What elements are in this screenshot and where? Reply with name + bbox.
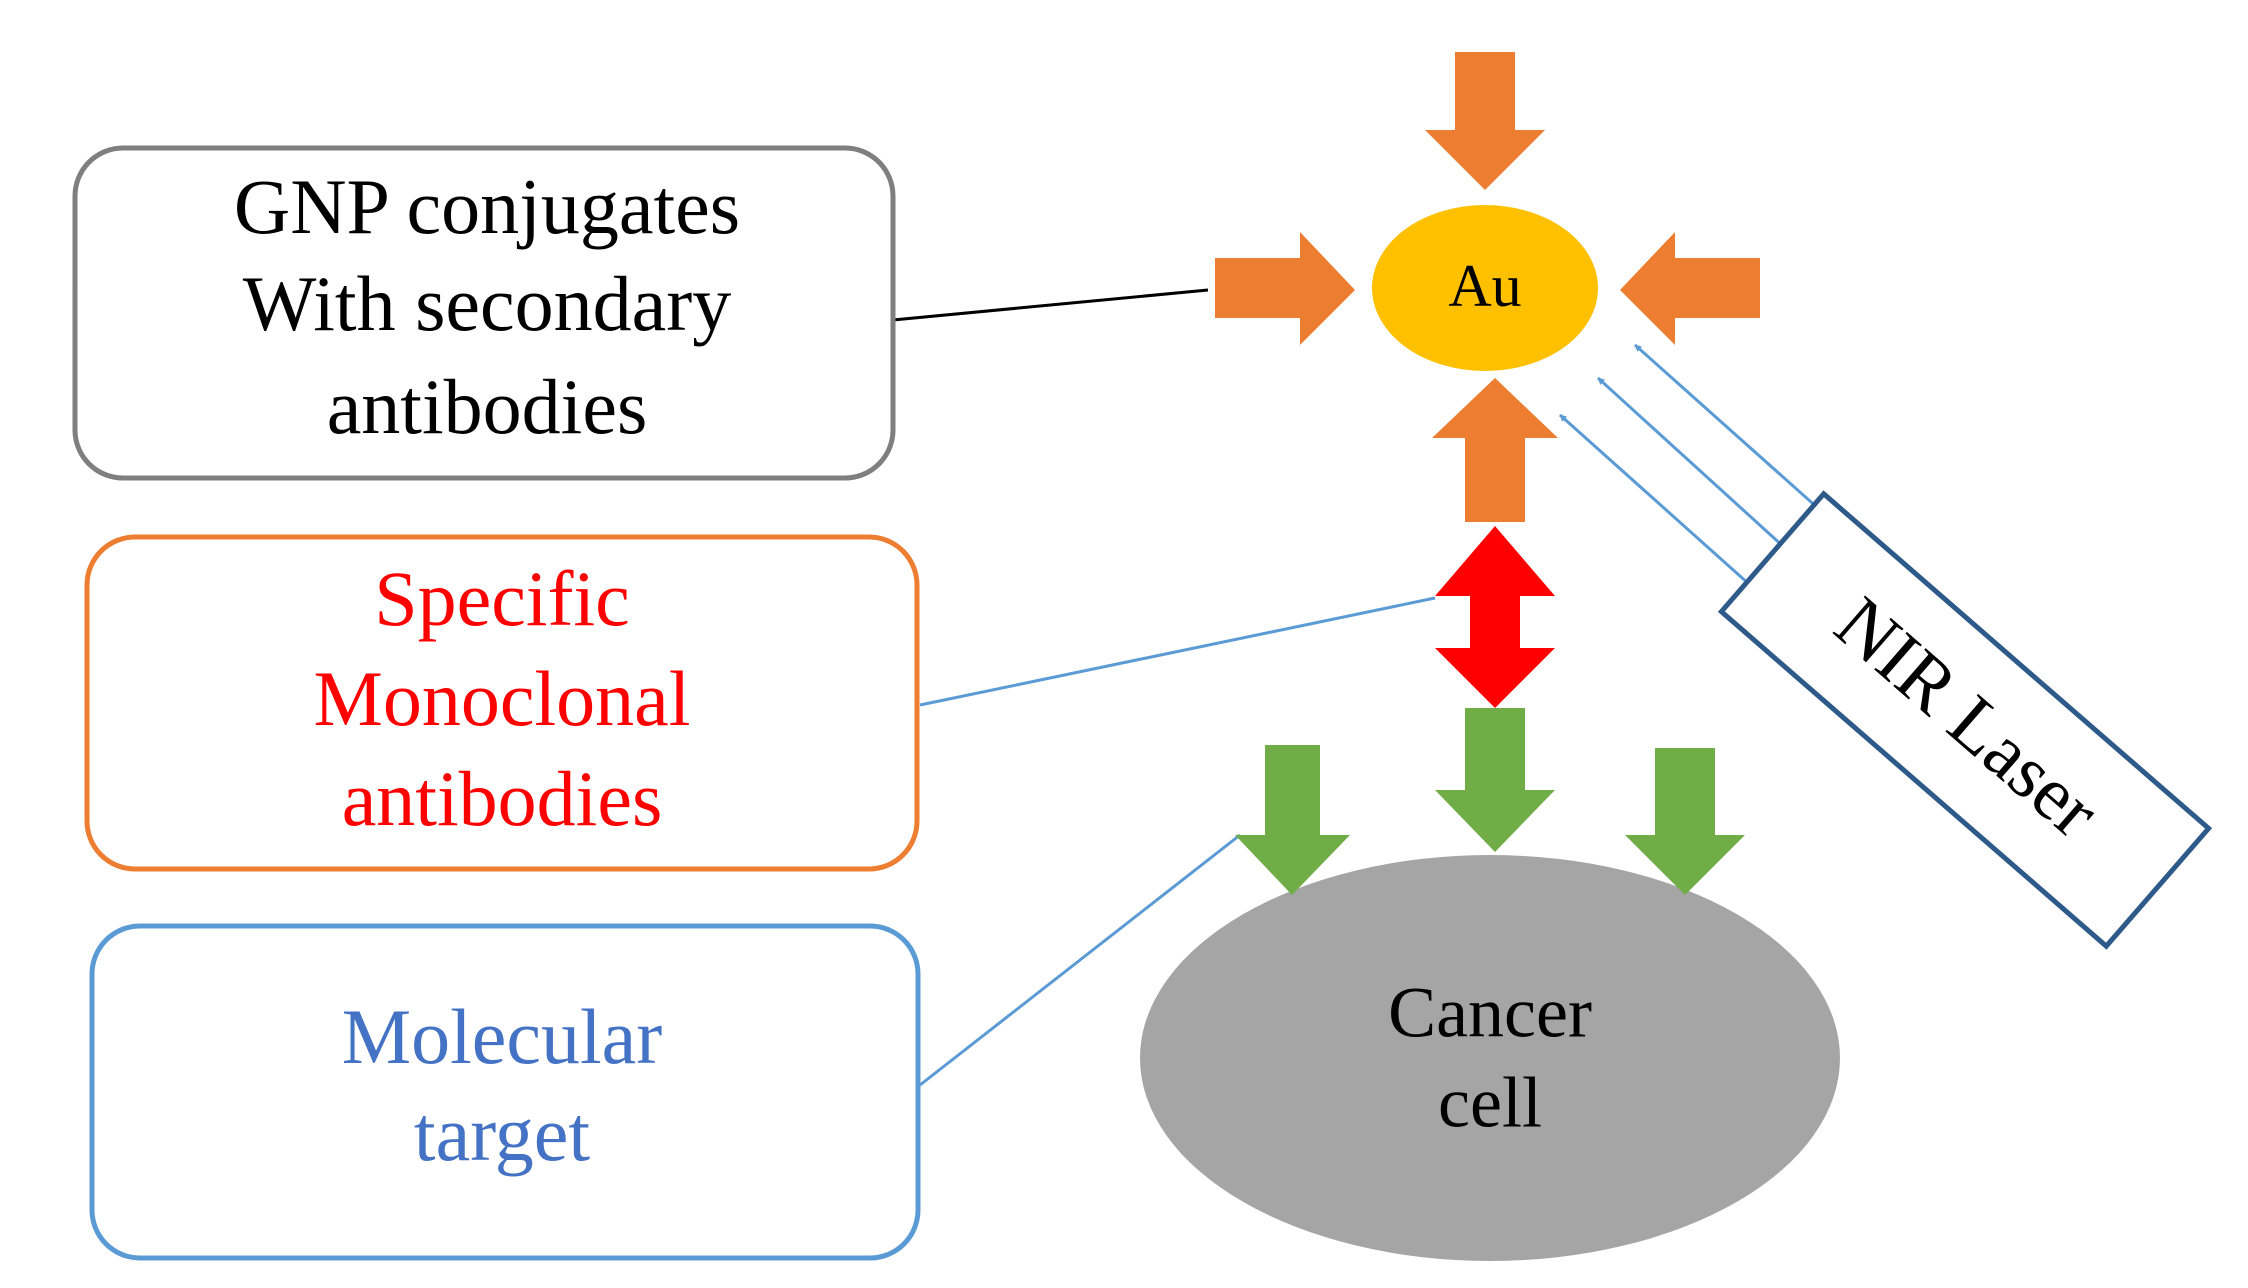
molecular-target-box: Molecular target — [89, 923, 921, 1261]
gold-nanoparticle: Au — [1372, 205, 1598, 371]
nir-laser-box: NIR Laser — [1717, 490, 2213, 950]
laser-beam-1 — [1634, 343, 1821, 512]
orange-arrow-top — [1425, 52, 1545, 190]
gnp-connector-line — [892, 288, 1209, 322]
cancer-cell: Cancer cell — [1140, 855, 1840, 1261]
mono-label-line-1: Specific — [374, 555, 630, 642]
green-arrow-center — [1435, 708, 1555, 852]
target-label-line-2: target — [414, 1090, 590, 1177]
target-label-line-1: Molecular — [342, 993, 663, 1080]
green-arrow-left — [1235, 745, 1350, 895]
cancer-cell-label-line-1: Cancer — [1388, 973, 1592, 1053]
monoclonal-antibodies-box: Specific Monoclonal antibodies — [84, 534, 920, 872]
laser-beam-3 — [1558, 413, 1752, 587]
gold-label: Au — [1448, 253, 1521, 319]
gnp-label-line-2: With secondary — [243, 260, 732, 347]
target-connector-line — [919, 833, 1241, 1087]
mono-connector-line — [919, 596, 1436, 707]
green-arrow-right — [1625, 748, 1745, 895]
orange-arrow-right — [1620, 232, 1760, 345]
orange-arrow-bottom — [1432, 378, 1558, 522]
laser-beam-2 — [1596, 376, 1787, 550]
gnp-label-line-1: GNP conjugates — [234, 163, 740, 250]
gnp-conjugates-box: GNP conjugates With secondary antibodies — [72, 145, 896, 481]
gnp-label-line-3: antibodies — [327, 363, 648, 450]
mono-label-line-2: Monoclonal — [314, 655, 691, 742]
mono-label-line-3: antibodies — [342, 755, 663, 842]
orange-arrow-left — [1215, 232, 1355, 345]
red-double-arrow — [1435, 526, 1555, 708]
cancer-cell-label-line-2: cell — [1438, 1063, 1542, 1143]
